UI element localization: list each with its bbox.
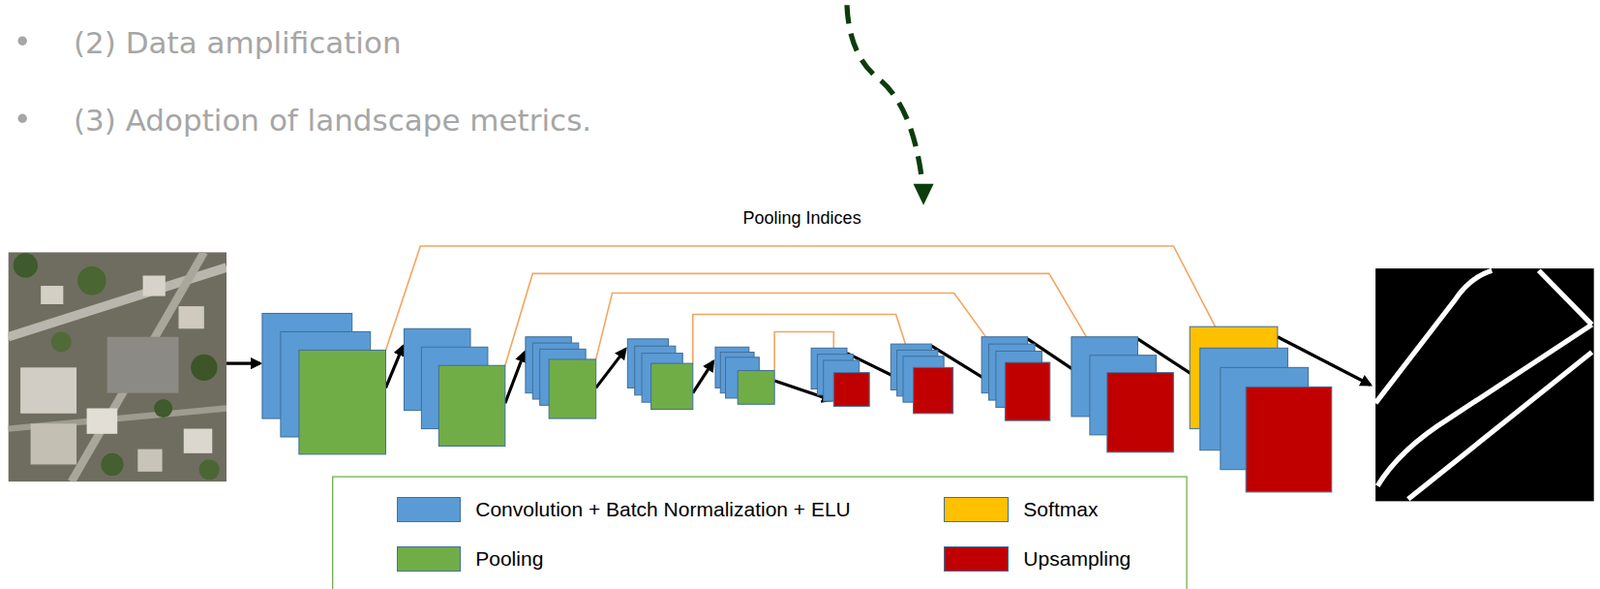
photo-tree: [190, 354, 217, 381]
pooling-block: [651, 362, 694, 409]
skip-connection-label-holder: Pooling Indices: [743, 208, 862, 229]
legend-frame: [332, 476, 1187, 589]
legend-text-holder: Upsampling: [1023, 546, 1131, 571]
legend-swatch: [396, 545, 461, 572]
mask-background: [1375, 268, 1595, 501]
flow-arrow: [226, 362, 261, 365]
aerial-photo: [7, 251, 227, 482]
photo-tree: [153, 398, 173, 418]
skip-connection-label: Pooling Indices: [743, 208, 862, 229]
flow-arrow: [596, 348, 627, 388]
dashed-arrow-head: [913, 183, 935, 206]
mask-roads: [1375, 270, 1592, 499]
mask-road: [1539, 270, 1593, 325]
flow-arrow: [693, 361, 714, 393]
upsampling-block: [1107, 372, 1175, 453]
output-mask: [1375, 268, 1595, 501]
decoder: [811, 326, 1332, 492]
mask-road: [1375, 270, 1492, 403]
bullet-text: (2) Data amplification: [73, 25, 402, 61]
photo-building: [40, 285, 63, 304]
legend-swatch: [396, 496, 461, 522]
mask-road: [1377, 324, 1592, 485]
pooling-block: [438, 364, 506, 446]
upsampling-block: [913, 366, 954, 413]
photo-building: [178, 305, 204, 329]
upsampling-block: [1245, 386, 1332, 492]
photo-building: [87, 407, 119, 433]
legend-text-holder: Convolution + Batch Normalization + ELU: [475, 497, 851, 521]
photo-building: [137, 449, 162, 472]
pooling-block: [737, 370, 775, 405]
pooling-block: [548, 359, 596, 419]
photo-ground: [7, 251, 227, 482]
photo-building: [183, 428, 213, 453]
legend-text-holder: Softmax: [1023, 497, 1098, 521]
pooling-block: [299, 349, 387, 453]
photo-tree: [77, 266, 107, 296]
photo-tree: [13, 252, 38, 277]
bullet-text-holder: (2) Data amplification: [73, 25, 402, 61]
legend-text: Convolution + Batch Normalization + ELU: [475, 497, 851, 521]
photo-parking: [107, 336, 180, 393]
photo-building: [30, 422, 77, 464]
legend-swatch: [943, 545, 1008, 572]
upsampling-block: [1004, 362, 1050, 421]
photo-building: [143, 275, 166, 297]
legend-text: Softmax: [1023, 497, 1098, 521]
legend-text: Upsampling: [1023, 546, 1131, 571]
bullet-dot: [17, 35, 27, 45]
bullet-text-holder: (3) Adoption of landscape metrics.: [73, 102, 592, 138]
legend-text: Pooling: [475, 546, 544, 571]
upsampling-block: [833, 372, 870, 407]
legend-text-holder: Pooling: [475, 546, 544, 571]
legend-swatch: [943, 496, 1008, 522]
photo-tree: [199, 458, 220, 480]
bullet-text: (3) Adoption of landscape metrics.: [73, 102, 592, 138]
photo-tree: [51, 331, 72, 352]
bullet-dot: [17, 113, 27, 122]
photo-building: [20, 366, 77, 413]
photo-tree: [100, 452, 123, 476]
flow-arrow: [505, 352, 525, 404]
dashed-callout-arrow: [846, 4, 923, 183]
encoder: [262, 312, 775, 453]
flow-arrow: [385, 345, 403, 388]
